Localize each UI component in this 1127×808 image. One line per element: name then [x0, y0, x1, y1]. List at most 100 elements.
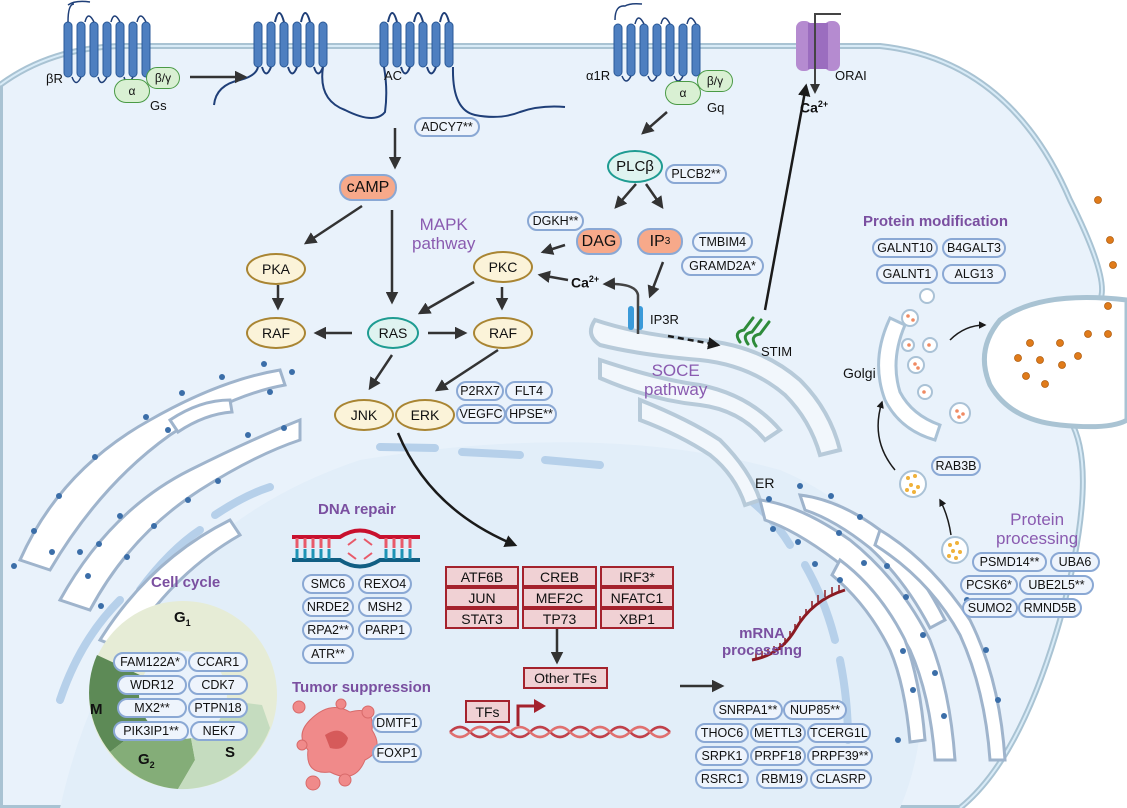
- vesicle-to-golgi-arrow: [876, 400, 896, 471]
- gene-pill: REXO4: [358, 574, 412, 594]
- gene-pill: CCAR1: [188, 652, 248, 672]
- tumor-icon: [292, 698, 383, 791]
- beta-receptor-label: βR: [46, 71, 63, 86]
- tf-cell: ATF6B: [445, 566, 519, 587]
- phase-g2-subscript: 2: [149, 760, 155, 770]
- gene-pill: ADCY7**: [414, 117, 480, 137]
- gene-pill: RBM19: [756, 769, 808, 789]
- tfs-box: TFs: [465, 700, 510, 723]
- gs-alpha-subunit: α: [114, 79, 150, 103]
- gene-pill: B4GALT3: [942, 238, 1006, 258]
- gene-pill: DMTF1: [372, 713, 422, 733]
- exocytosis-pocket: [981, 295, 1127, 430]
- gene-pill: UBE2L5**: [1019, 575, 1094, 595]
- soce-title-line1: SOCE: [651, 361, 700, 380]
- gene-pill: GALNT10: [872, 238, 938, 258]
- ip3r-channel-icon: [602, 277, 643, 334]
- gene-pill: PLCB2**: [665, 164, 727, 184]
- gene-pill: PIK3IP1**: [113, 721, 189, 741]
- protein-modification-title: Protein modification: [863, 213, 1009, 230]
- gene-pill: GRAMD2A*: [681, 256, 764, 276]
- tf-cell: STAT3: [445, 608, 519, 629]
- gene-pill: PTPN18: [188, 698, 248, 718]
- phase-g1-label: G1: [174, 610, 191, 628]
- gene-pill: RMND5B: [1018, 598, 1082, 618]
- mrna-title-line1: mRNA: [739, 625, 785, 642]
- calcium-text: Ca: [571, 274, 589, 291]
- cell-cycle-wheel: [89, 601, 277, 790]
- gq-label: Gq: [707, 100, 725, 115]
- phase-g1-subscript: 1: [185, 618, 191, 628]
- orai-label: ORAI: [835, 68, 867, 83]
- er-label: ER: [755, 475, 775, 491]
- tf-cell: NFATC1: [600, 587, 674, 608]
- mapk-title-line1: MAPK: [419, 215, 468, 234]
- gene-pill: THOC6: [695, 723, 749, 743]
- protein-processing-line1: Protein: [1010, 510, 1065, 529]
- gene-pill: SRPK1: [695, 746, 749, 766]
- tf-cell: IRF3*: [600, 566, 674, 587]
- gene-pill: TCERG1L: [807, 723, 871, 743]
- gene-pill: CDK7: [188, 675, 248, 695]
- adenylyl-cyclase-icon: [213, 12, 566, 119]
- gene-pill: RPA2**: [302, 620, 354, 640]
- beta-receptor-icon: [63, 0, 151, 84]
- calcium-text: Ca: [800, 99, 818, 116]
- dna-repair-title: DNA repair: [318, 501, 396, 518]
- raf-left-node: RAF: [246, 317, 306, 349]
- gene-pill: PCSK6*: [960, 575, 1018, 595]
- calcium-orai-label: Ca2+: [800, 100, 828, 115]
- gene-pill: GALNT1: [876, 264, 938, 284]
- protein-processing-line2: processing: [996, 529, 1079, 548]
- tumor-suppression-title: Tumor suppression: [292, 679, 431, 696]
- erk-to-tfs-arrow: [396, 432, 518, 547]
- stim-label: STIM: [761, 344, 793, 359]
- phase-g1-text: G: [174, 609, 186, 626]
- gene-pill: DGKH**: [527, 211, 584, 231]
- golgi-to-secretion-arrow: [949, 321, 987, 341]
- gene-pill: SNRPA1**: [713, 700, 783, 720]
- camp-node: cAMP: [339, 174, 397, 201]
- gs-beta-gamma-subunit: β/γ: [146, 67, 180, 89]
- tf-cell: XBP1: [600, 608, 674, 629]
- calcium-charge: 2+: [588, 274, 600, 284]
- gene-pill: PSMD14**: [972, 552, 1047, 572]
- ip3-text: IP: [649, 232, 665, 250]
- gene-pill: SUMO2: [962, 598, 1018, 618]
- gene-pill: NRDE2: [302, 597, 354, 617]
- gene-pill: PRPF18: [750, 746, 806, 766]
- ip3r-to-stim-arrow: [667, 334, 721, 350]
- gene-pill: PARP1: [358, 620, 412, 640]
- other-tfs-box: Other TFs: [523, 667, 608, 689]
- gene-pill: ALG13: [942, 264, 1006, 284]
- ip3-subscript: 3: [664, 236, 671, 247]
- gene-pill: RSRC1: [695, 769, 749, 789]
- gene-pill: CLASRP: [810, 769, 872, 789]
- cell-cycle-title: Cell cycle: [151, 574, 221, 591]
- raf-right-node: RAF: [473, 317, 533, 349]
- gene-pill: FOXP1: [372, 743, 422, 763]
- calcium-charge: 2+: [817, 99, 829, 109]
- tf-cell: CREB: [522, 566, 597, 587]
- dna-strand-icon: [449, 699, 671, 739]
- phase-s-label: S: [225, 744, 236, 761]
- orai-channel-icon: [796, 13, 841, 94]
- adenylyl-cyclase-label: AC: [384, 68, 403, 83]
- secreted-granules: [1014, 196, 1117, 388]
- gs-label: Gs: [150, 98, 167, 113]
- phase-g2-text: G: [138, 751, 150, 768]
- gene-pill: WDR12: [117, 675, 187, 695]
- ip3r-label: IP3R: [650, 312, 679, 327]
- pka-node: PKA: [246, 253, 306, 285]
- gq-beta-gamma-subunit: β/γ: [697, 70, 733, 92]
- mapk-title-line2: pathway: [412, 234, 476, 253]
- soce-title-line2: pathway: [644, 380, 708, 399]
- gene-pill: FLT4: [505, 381, 553, 401]
- stim-icon: [735, 316, 771, 348]
- tf-cell: JUN: [445, 587, 519, 608]
- ras-node: RAS: [367, 317, 419, 349]
